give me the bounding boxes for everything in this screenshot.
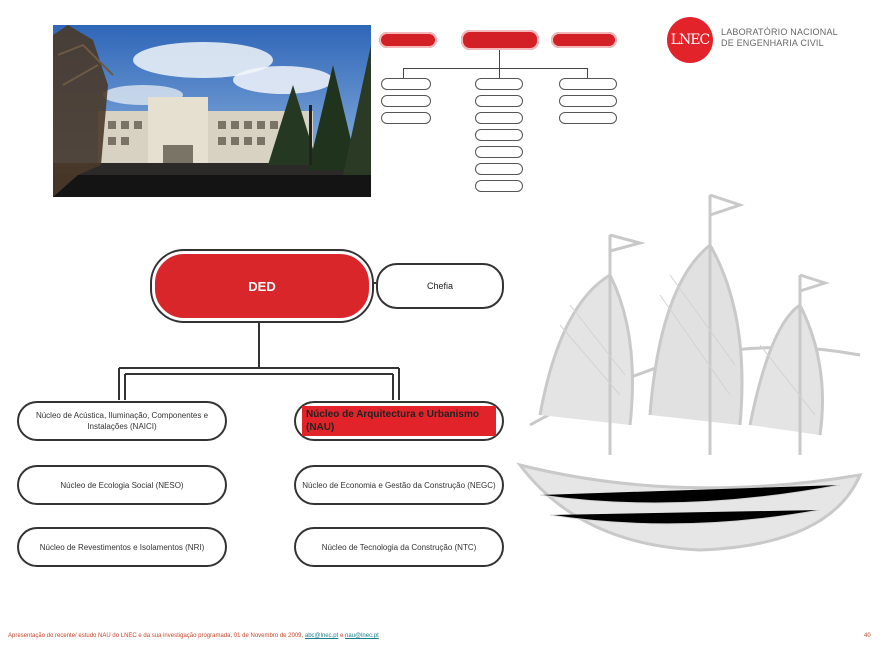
mini-node: [475, 163, 523, 175]
mini-node: [475, 146, 523, 158]
node-negc: Núcleo de Economia e Gestão da Construçã…: [294, 465, 504, 505]
logo-mark: LNEC: [667, 17, 713, 63]
mini-node: [381, 78, 431, 90]
node-nau: Núcleo de Arquitectura e Urbanismo (NAU): [294, 401, 504, 441]
node-neso: Núcleo de Ecologia Social (NESO): [17, 465, 227, 505]
footer-link-1[interactable]: abc@lnec.pt: [304, 633, 339, 639]
node-naici: Núcleo de Acústica, Iluminação, Componen…: [17, 401, 227, 441]
node-ntc: Núcleo de Tecnologia da Construção (NTC): [294, 527, 504, 567]
mini-root-right: [551, 32, 617, 48]
mini-node: [381, 112, 431, 124]
mini-node: [475, 180, 523, 192]
lnec-logo: LNEC LABORATÓRIO NACIONAL DE ENGENHARIA …: [667, 17, 867, 65]
footer-text: Apresentação do recente/ estudo NAU do L…: [8, 633, 379, 639]
mini-root-left: [379, 32, 437, 48]
mini-node: [475, 78, 523, 90]
node-nri: Núcleo de Revestimentos e Isolamentos (N…: [17, 527, 227, 567]
chefia-node: Chefia: [376, 263, 504, 309]
mini-root-center: [461, 30, 539, 50]
mini-node: [381, 95, 431, 107]
mini-node: [475, 95, 523, 107]
building-photo: [53, 25, 371, 197]
mini-org-chart: [375, 28, 625, 206]
footer-link-2[interactable]: nau@lnec.pt: [345, 633, 379, 639]
mini-node: [475, 112, 523, 124]
caravel-watermark: [500, 175, 875, 575]
page-number: 40: [864, 633, 871, 639]
mini-node: [559, 78, 617, 90]
ded-root-node: DED: [152, 251, 372, 321]
logo-text: LABORATÓRIO NACIONAL DE ENGENHARIA CIVIL: [721, 27, 838, 48]
mini-node: [475, 129, 523, 141]
mini-node: [559, 95, 617, 107]
mini-node: [559, 112, 617, 124]
